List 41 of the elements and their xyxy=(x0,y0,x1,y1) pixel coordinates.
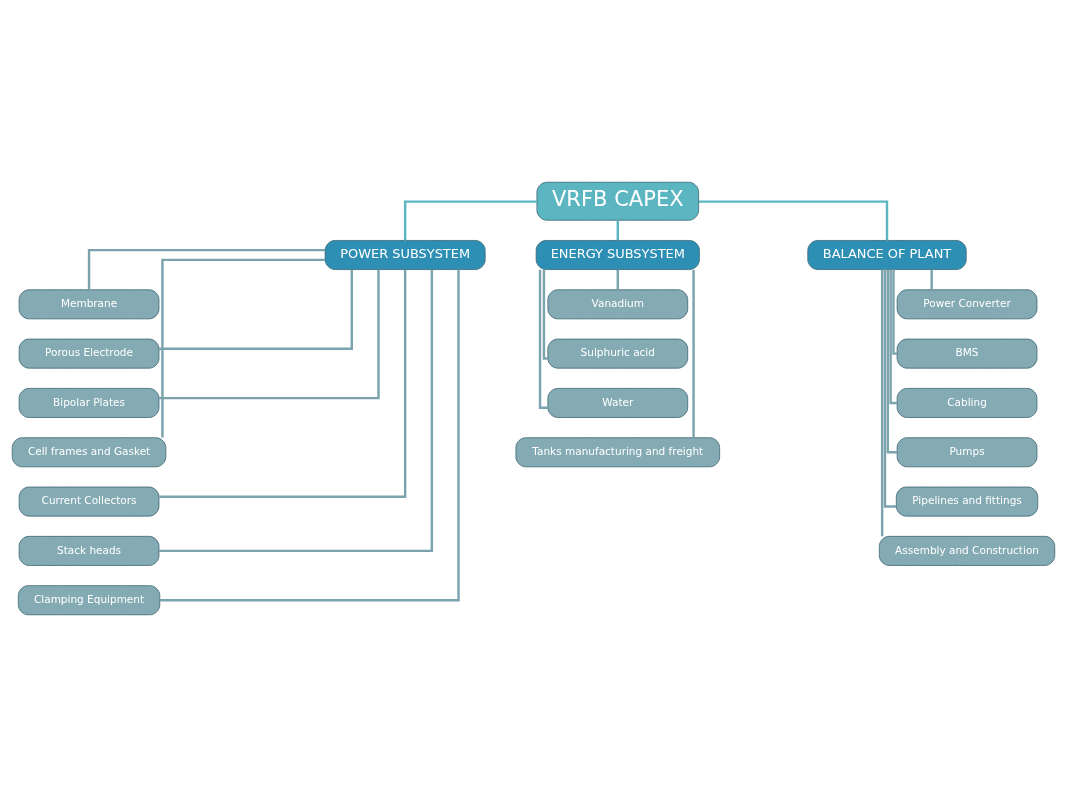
node-box: Current Collectors xyxy=(18,486,160,517)
connector xyxy=(880,269,884,537)
node-box: VRFB CAPEX xyxy=(536,181,700,221)
node-box: POWER SUBSYSTEM xyxy=(324,240,486,270)
connector xyxy=(161,258,325,438)
connector xyxy=(538,269,548,409)
connector xyxy=(889,269,897,405)
connector xyxy=(159,269,353,350)
connector xyxy=(930,269,933,290)
node-box: Assembly and Construction xyxy=(878,535,1056,566)
node-box: ENERGY SUBSYSTEM xyxy=(535,240,700,270)
connector xyxy=(159,269,460,602)
connector xyxy=(892,269,897,355)
connector xyxy=(403,200,537,241)
node-box: BALANCE OF PLANT xyxy=(807,240,967,270)
connector xyxy=(698,200,889,241)
node-box: BMS xyxy=(896,338,1038,369)
node-box: Pipelines and fittings xyxy=(895,486,1039,517)
connector xyxy=(883,269,897,508)
connector xyxy=(616,269,619,290)
connector xyxy=(159,269,407,498)
connector xyxy=(87,248,325,290)
node-box: Power Converter xyxy=(896,289,1038,320)
node-box: Sulphuric acid xyxy=(547,338,689,369)
connector xyxy=(886,269,897,454)
node-box: Vanadium xyxy=(547,289,689,320)
node-box: Stack heads xyxy=(18,535,160,566)
node-box: Tanks manufacturing and freight xyxy=(515,437,721,468)
node-box: Porous Electrode xyxy=(18,338,160,369)
node-box: Cabling xyxy=(896,388,1038,418)
node-box: Bipolar Plates xyxy=(18,388,160,418)
node-box: Cell frames and Gasket xyxy=(11,437,167,468)
node-box: Pumps xyxy=(896,437,1038,468)
connector xyxy=(159,269,434,553)
node-box: Water xyxy=(547,388,689,418)
connector xyxy=(616,220,619,241)
node-box: Clamping Equipment xyxy=(17,585,161,616)
connector xyxy=(542,269,548,360)
connector xyxy=(692,269,695,438)
connector xyxy=(159,269,380,400)
node-box: Membrane xyxy=(18,289,160,320)
